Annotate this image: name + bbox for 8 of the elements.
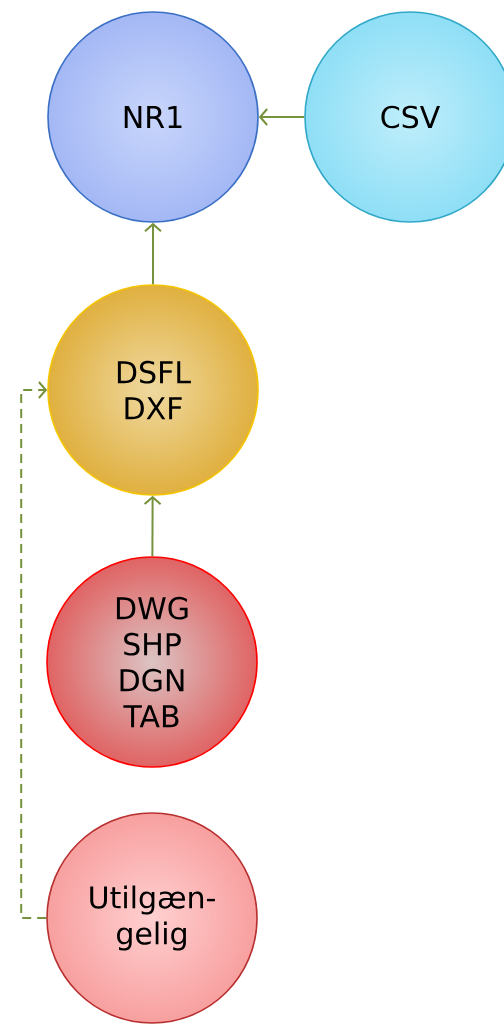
arrow xyxy=(20,381,48,919)
circle-node: NR1 xyxy=(47,11,259,223)
arrow xyxy=(143,495,162,558)
arrow xyxy=(144,222,162,286)
circle-node: DWG SHP DGN TAB xyxy=(46,556,258,768)
circle-node: Utilgæn- gelig xyxy=(46,812,258,1024)
circle-node: DSFL DXF xyxy=(47,284,259,496)
arrow xyxy=(258,108,306,126)
